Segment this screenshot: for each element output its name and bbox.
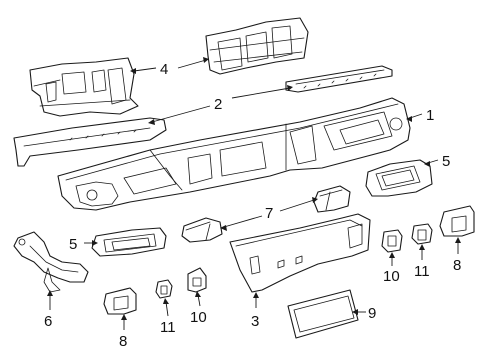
step-cap-left bbox=[181, 217, 223, 243]
bumper-cover bbox=[57, 97, 411, 211]
callout-9: 9 bbox=[368, 305, 376, 322]
callout-8-left: 8 bbox=[119, 333, 127, 350]
sensor-retainer-right bbox=[411, 223, 433, 245]
license-plate bbox=[287, 289, 359, 339]
sensor-bezel-right bbox=[439, 205, 475, 237]
fog-lamp-bezel-left bbox=[91, 227, 167, 257]
callout-7: 7 bbox=[265, 205, 273, 222]
callout-4: 4 bbox=[160, 61, 168, 78]
impact-bar-lower bbox=[13, 117, 167, 167]
license-plate-bracket bbox=[229, 213, 371, 293]
callout-10-left: 10 bbox=[190, 309, 207, 326]
sensor-bracket-left bbox=[187, 267, 207, 293]
callout-3: 3 bbox=[251, 313, 259, 330]
tow-hook bbox=[13, 231, 89, 293]
callout-2: 2 bbox=[214, 96, 222, 113]
callout-labels: 1 2 4 5 7 5 6 3 9 10 11 8 8 11 10 bbox=[44, 61, 461, 350]
callout-11-right: 11 bbox=[414, 263, 430, 280]
fog-lamp-bezel-right bbox=[365, 159, 433, 197]
callout-11-left: 11 bbox=[160, 319, 176, 336]
callout-8-right: 8 bbox=[453, 257, 461, 274]
callout-6: 6 bbox=[44, 313, 52, 330]
callout-5-right: 5 bbox=[442, 153, 450, 170]
reinforcement-bracket-right bbox=[205, 17, 309, 75]
reinforcement-bracket-left bbox=[29, 57, 139, 117]
leader-lines bbox=[47, 57, 461, 330]
callout-1: 1 bbox=[426, 107, 434, 124]
callout-10-right: 10 bbox=[383, 268, 400, 285]
sensor-retainer-left bbox=[155, 279, 173, 299]
impact-bar-upper bbox=[285, 65, 393, 93]
step-cap-right bbox=[313, 185, 351, 213]
sensor-bracket-right bbox=[381, 229, 403, 253]
callout-5-left: 5 bbox=[69, 236, 77, 253]
sensor-bezel-left bbox=[103, 287, 137, 315]
